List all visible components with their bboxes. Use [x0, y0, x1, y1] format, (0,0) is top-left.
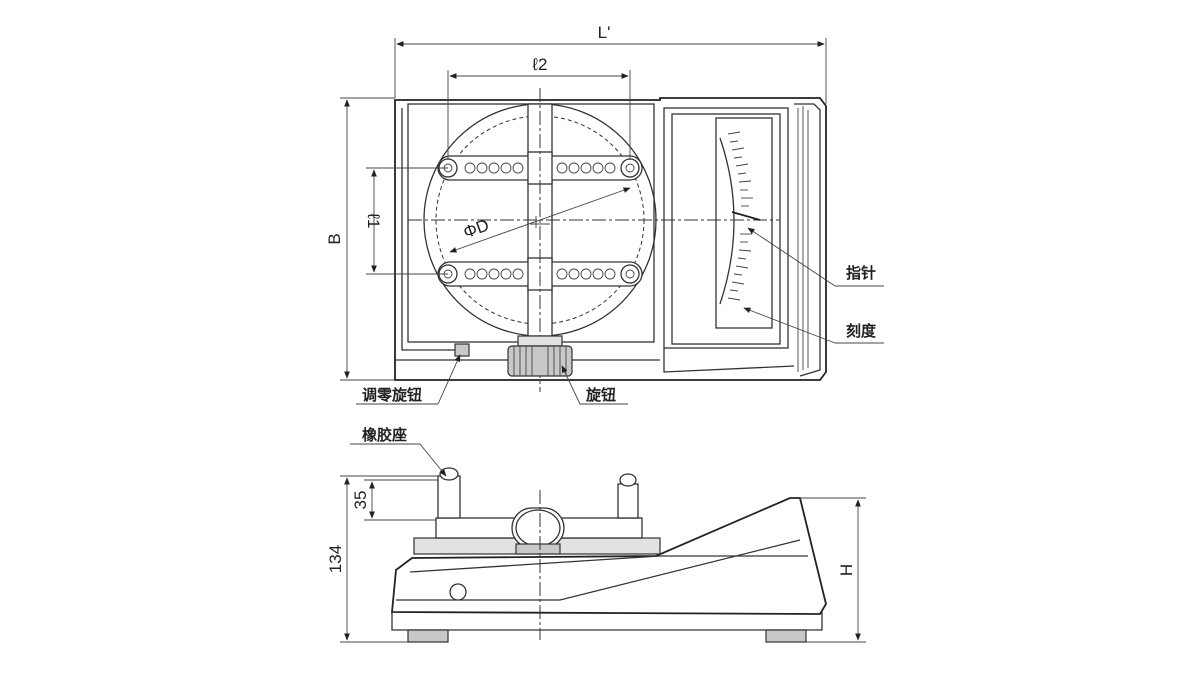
- side-view: [340, 443, 866, 643]
- dim-label-l1: ℓ1: [364, 213, 383, 229]
- pointer-needle: [731, 211, 761, 221]
- zero-knob-side: [449, 583, 467, 601]
- top-view-body: [394, 97, 827, 381]
- foot-right: [765, 629, 807, 643]
- label-zero-knob: 调零旋钮: [362, 386, 422, 404]
- dim-label-35: 35: [351, 491, 370, 510]
- label-pointer: 指针: [846, 264, 876, 282]
- gauge: [663, 103, 821, 377]
- dim-label-l2: ℓ2: [532, 55, 548, 74]
- scale-ticks: [727, 131, 753, 301]
- foot-left: [407, 629, 449, 643]
- dim-label-phiD: ΦD: [461, 215, 492, 242]
- knob: [507, 335, 573, 377]
- top-view: [340, 38, 884, 405]
- label-knob: 旋钮: [585, 386, 616, 404]
- label-scale: 刻度: [846, 322, 877, 340]
- dim-label-B: B: [325, 233, 344, 244]
- dim-label-H: H: [837, 564, 856, 576]
- dim-label-134: 134: [326, 545, 345, 573]
- zero-knob: [454, 343, 470, 357]
- side-view-body: [391, 497, 827, 615]
- label-rubber-seat: 橡胶座: [362, 426, 407, 444]
- dim-label-L: L': [598, 23, 611, 42]
